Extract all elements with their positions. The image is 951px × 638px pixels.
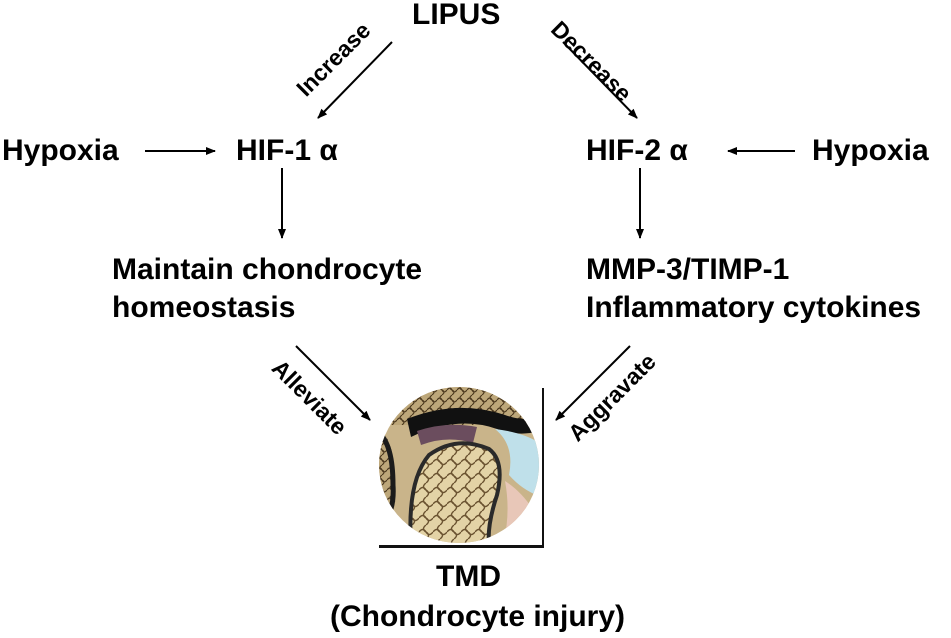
inflammatory-cytokines-label: Inflammatory cytokines (586, 291, 922, 324)
tmd-label: TMD (436, 560, 501, 593)
maintain-homeostasis-line2: homeostasis (112, 291, 296, 324)
arrow-lipus-to-hif1 (317, 41, 393, 119)
chondrocyte-injury-label: (Chondrocyte injury) (330, 600, 626, 633)
hypoxia-left-label: Hypoxia (2, 134, 119, 167)
hypoxia-right-label: Hypoxia (812, 134, 929, 167)
arrow-mmp-to-tmd (555, 345, 631, 421)
mmp-timp-label: MMP-3/TIMP-1 (586, 253, 790, 286)
hif1-alpha-label: HIF-1 α (236, 134, 338, 167)
maintain-homeostasis-line1: Maintain chondrocyte (112, 253, 423, 286)
arrow-lipus-to-hif2 (562, 41, 638, 119)
hif2-alpha-label: HIF-2 α (586, 134, 688, 167)
tmj-histology-image (377, 385, 542, 545)
lipus-label: LIPUS (412, 0, 501, 31)
arrow-homeostasis-to-tmd (295, 345, 371, 421)
